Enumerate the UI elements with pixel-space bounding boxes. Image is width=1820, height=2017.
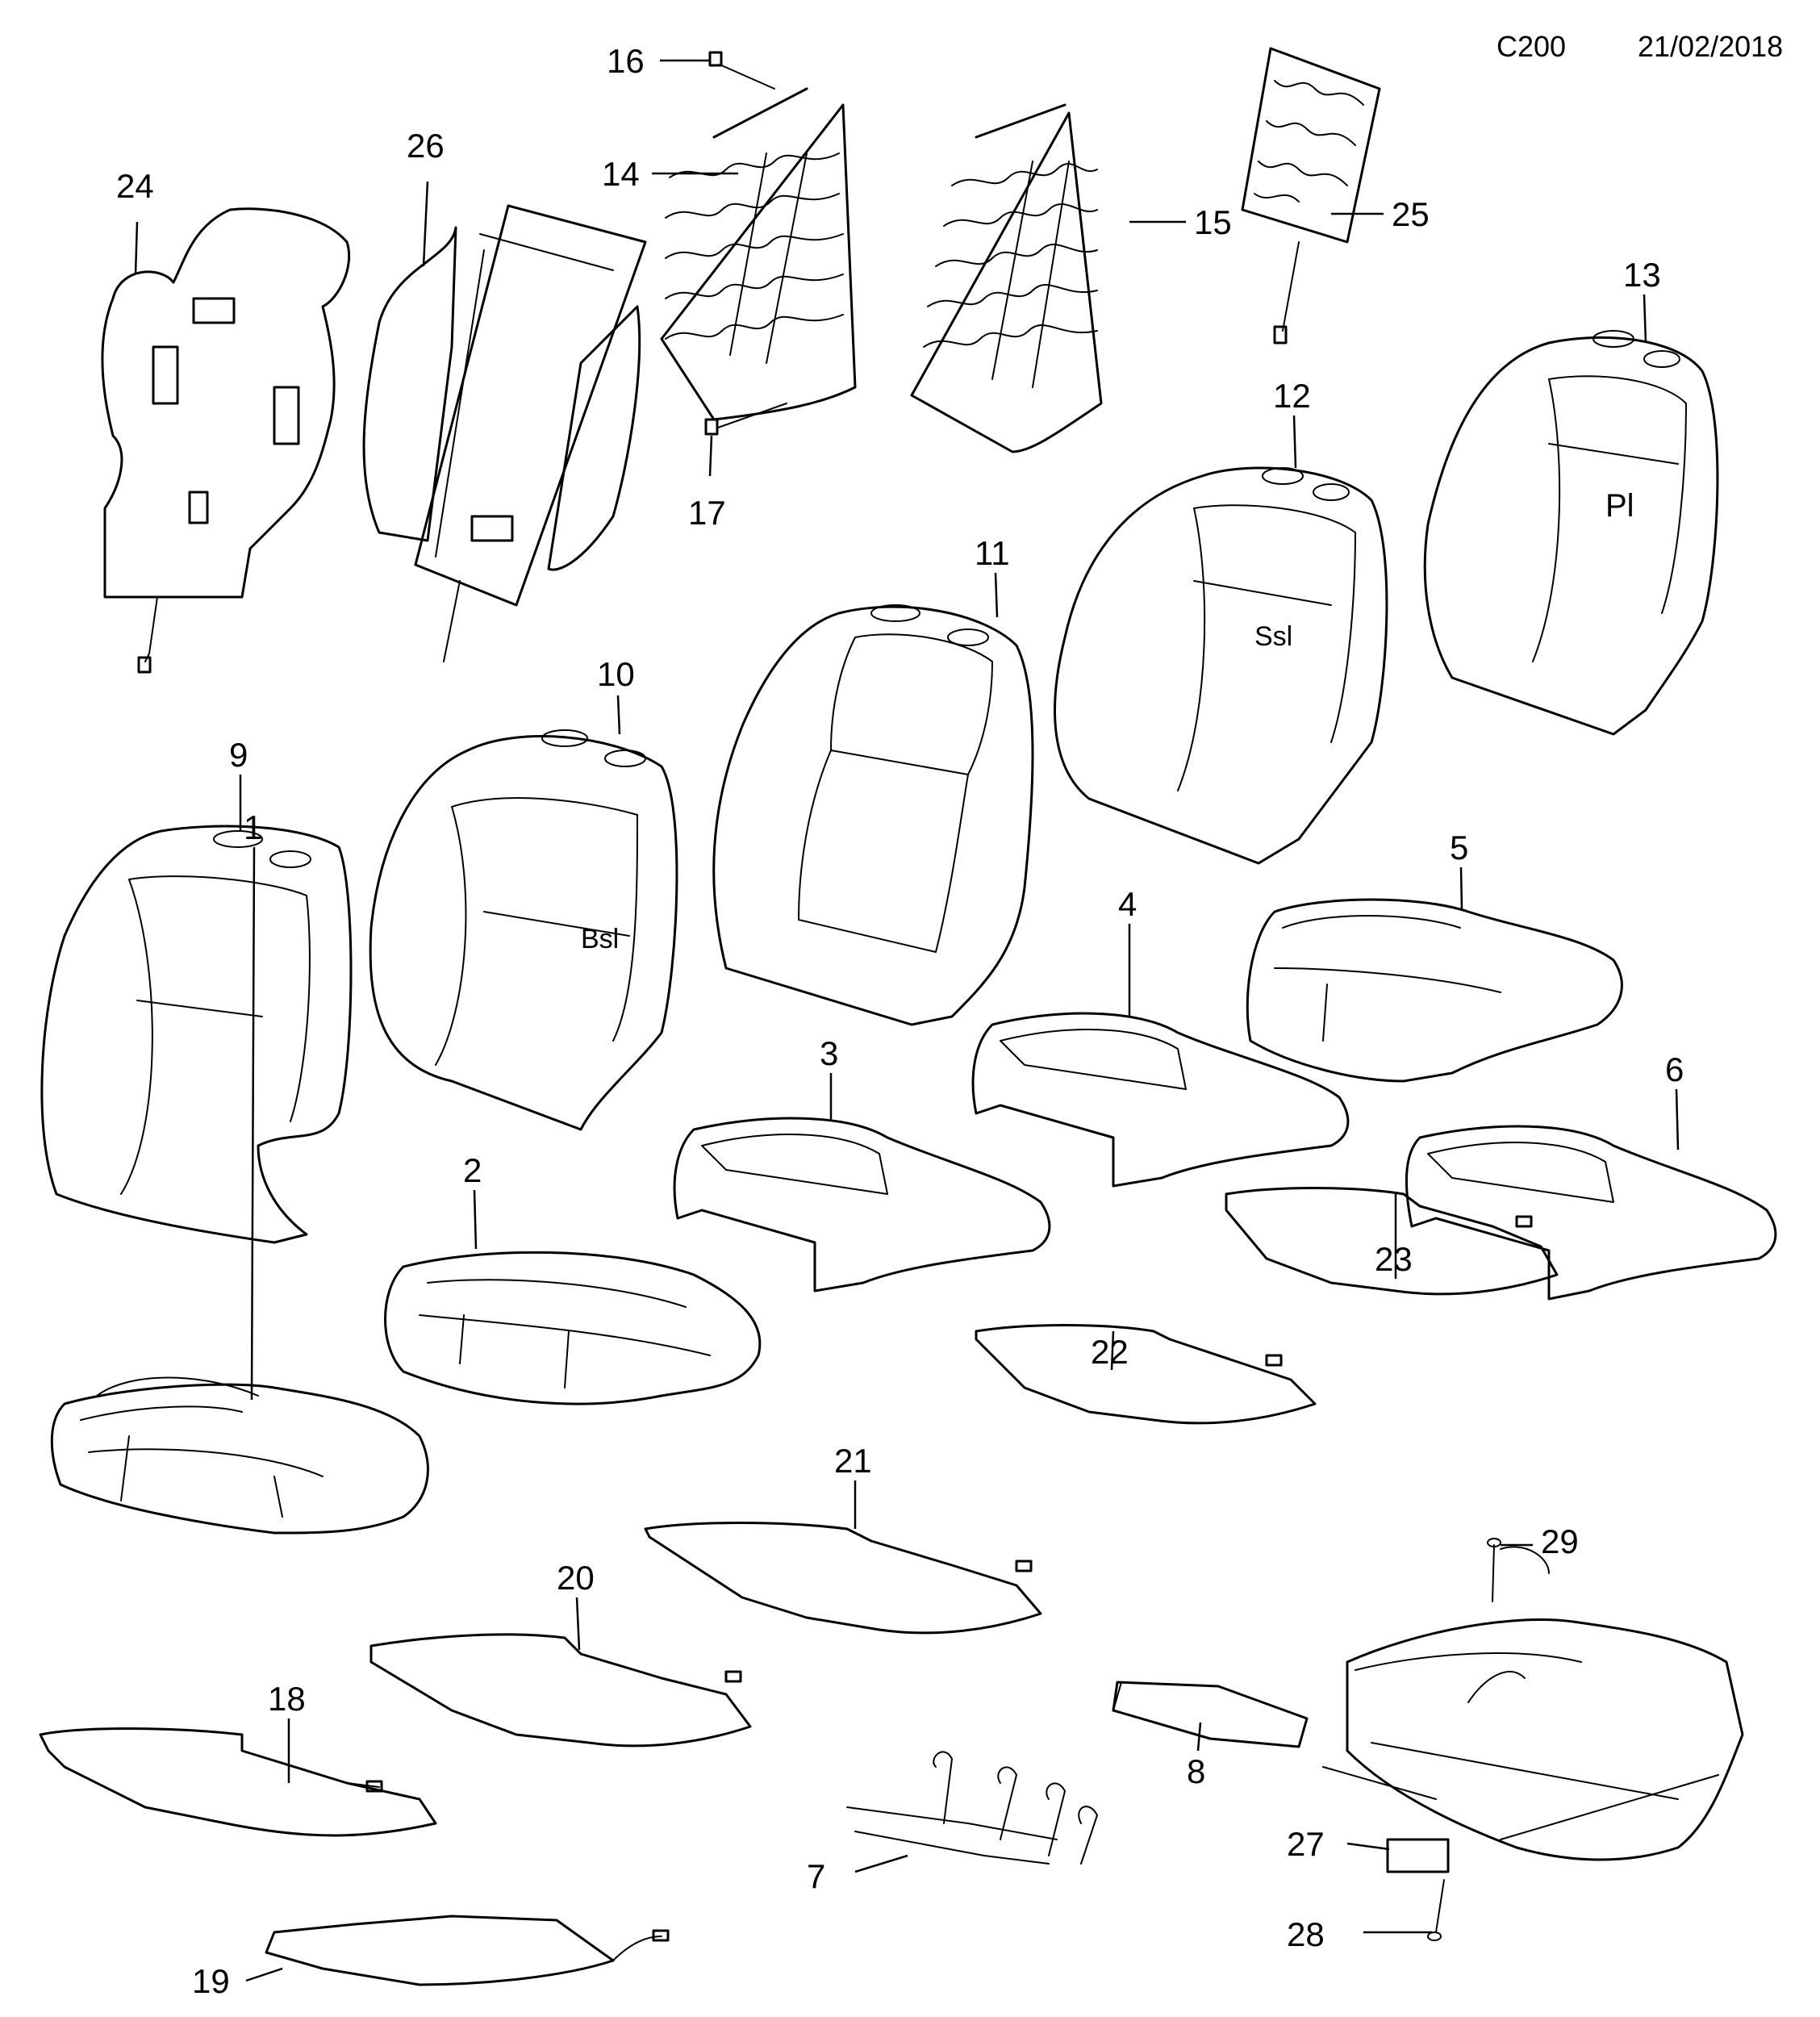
callout-8: 8 <box>1187 1752 1205 1790</box>
callout-23: 23 <box>1375 1240 1413 1278</box>
callout-9: 9 <box>229 736 248 774</box>
callout-19: 19 <box>192 1962 230 2000</box>
callout-14: 14 <box>602 155 640 193</box>
part-5-seat-cushion <box>1246 898 1623 1083</box>
part-24-back-pad-sheet <box>101 207 351 674</box>
part-10-seat-back-cover: Bsl <box>369 729 678 1131</box>
callout-28: 28 <box>1287 1915 1325 1953</box>
part-11-seat-back-frame-cover <box>712 604 1034 1026</box>
part-20-cushion-heating-mat <box>369 1633 752 1748</box>
part-4-seat-frame-cushion <box>971 1012 1350 1188</box>
callout-17: 17 <box>688 494 726 532</box>
diagram-date: 21/02/2018 <box>1638 30 1783 63</box>
part-14-back-spring-mat <box>660 87 857 421</box>
callout-10: 10 <box>597 655 635 693</box>
callout-5: 5 <box>1450 829 1468 867</box>
part-22-cushion-heating-mat <box>975 1324 1317 1425</box>
part-15-back-spring-mat <box>910 103 1103 453</box>
callout-2: 2 <box>463 1151 482 1189</box>
callout-20: 20 <box>557 1559 595 1597</box>
callout-24: 24 <box>116 167 154 205</box>
callout-21: 21 <box>834 1442 872 1480</box>
part-2-seat-cushion <box>384 1251 762 1405</box>
part-6-seat-frame-cushion <box>1405 1125 1777 1301</box>
callout-11: 11 <box>975 534 1010 572</box>
part-29-screw <box>1487 1538 1501 1602</box>
callout-29: 29 <box>1541 1522 1579 1560</box>
part-28-screw <box>1427 1879 1445 1941</box>
callout-1: 1 <box>244 808 262 846</box>
part-13-marking: Pl <box>1605 488 1634 524</box>
part-23-cushion-heating-mat <box>1225 1187 1559 1296</box>
part-7-wiring-harness <box>846 1751 1098 1865</box>
part-13-seat-back-cover: Pl <box>1423 330 1719 736</box>
seat-adjuster-frame <box>1322 1546 1744 1861</box>
callout-6: 6 <box>1665 1050 1684 1088</box>
callout-18: 18 <box>268 1680 306 1718</box>
part-18-cushion-heating-mat <box>39 1727 437 1837</box>
part-26-back-pad-insert <box>362 204 647 662</box>
part-27-module <box>1386 1838 1450 1873</box>
callout-12: 12 <box>1273 377 1311 415</box>
part-12-marking: Ssl <box>1254 621 1292 652</box>
part-17-clip <box>704 403 787 436</box>
part-1-seat-cushion <box>50 1376 429 1535</box>
callout-4: 4 <box>1118 885 1137 923</box>
part-8-pad <box>1112 1681 1309 1748</box>
diagram-code: C200 <box>1496 30 1566 63</box>
part-25-back-heating-pad <box>1241 47 1381 345</box>
callout-labels: 1 2 3 4 5 6 7 8 9 10 11 12 13 14 15 16 1… <box>116 42 1684 2000</box>
callout-26: 26 <box>407 127 445 165</box>
callout-7: 7 <box>807 1857 825 1895</box>
leader-lines <box>134 59 1680 1982</box>
callout-15: 15 <box>1194 203 1232 241</box>
callout-3: 3 <box>820 1034 838 1072</box>
callout-22: 22 <box>1091 1333 1129 1371</box>
part-10-marking: Bsl <box>581 924 619 954</box>
part-3-seat-frame-cushion <box>673 1117 1051 1292</box>
callout-25: 25 <box>1392 195 1430 233</box>
part-19-back-heating-mat <box>265 1915 670 1986</box>
part-21-cushion-heating-mat <box>644 1522 1042 1635</box>
part-12-seat-back-cover: Ssl <box>1054 466 1388 865</box>
part-16-clip <box>708 51 775 90</box>
part-9-seat-back-cover <box>40 825 353 1244</box>
callout-13: 13 <box>1623 256 1661 294</box>
callout-27: 27 <box>1287 1825 1325 1863</box>
callout-16: 16 <box>607 42 645 80</box>
